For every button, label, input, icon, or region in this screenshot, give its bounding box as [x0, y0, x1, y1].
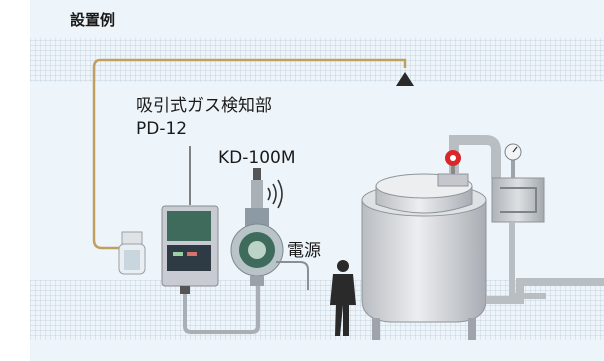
person-silhouette: [330, 260, 356, 336]
tank-pipe: [449, 135, 501, 178]
power-label: 電源: [287, 241, 321, 261]
indicator-model-label: KD-100M: [218, 148, 296, 168]
kd100m-indicator: [230, 168, 284, 286]
conduit-pipe: [183, 282, 260, 334]
reaction-tank: [361, 173, 487, 340]
sampling-inlet: [396, 72, 414, 86]
diagram-title: 設置例: [70, 11, 116, 29]
filter-unit: [118, 231, 146, 275]
power-cable: [276, 261, 309, 290]
detector-name-label: 吸引式ガス検知部: [136, 96, 272, 116]
pd12-detector: [161, 205, 219, 294]
floor-grid: [30, 280, 604, 340]
pressure-gauge-icon: [504, 143, 522, 178]
drain-pipe: [486, 278, 604, 304]
wireless-signal-icon: [267, 179, 283, 209]
valve-icon: [445, 150, 461, 174]
detector-model-label: PD-12: [136, 119, 188, 139]
sampling-tube: [92, 58, 407, 250]
control-box: [491, 177, 546, 299]
